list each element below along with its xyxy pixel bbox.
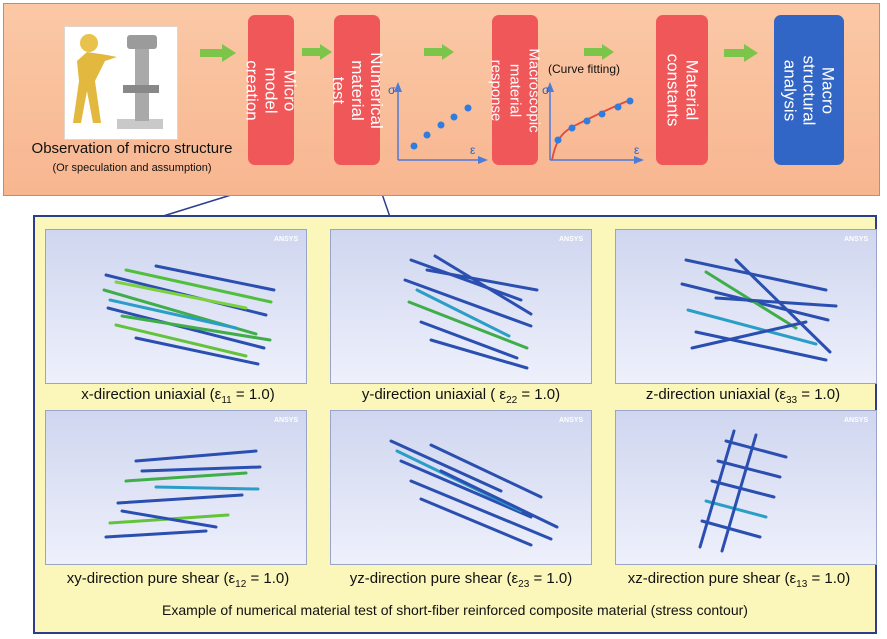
svg-text:ANSYS: ANSYS bbox=[844, 236, 868, 243]
observation-title: Observation of micro structure bbox=[31, 140, 233, 157]
sim-image-z-uniaxial: ANSYS bbox=[615, 229, 877, 384]
arrow-right-icon bbox=[724, 44, 758, 62]
svg-text:ANSYS: ANSYS bbox=[559, 417, 583, 424]
sim-label-x-uniaxial: x-direction uniaxial (ε11 = 1.0) bbox=[81, 386, 275, 406]
process-flow-panel: Observation of micro structure (Or specu… bbox=[3, 3, 880, 196]
step-label: Material constants bbox=[663, 53, 702, 127]
svg-text:ANSYS: ANSYS bbox=[559, 236, 583, 243]
sim-image-xy-shear: ANSYS bbox=[45, 410, 307, 565]
sigma-axis-label: σ bbox=[388, 83, 396, 97]
svg-text:ANSYS: ANSYS bbox=[274, 236, 298, 243]
sim-label-xz-shear: xz-direction pure shear (ε13 = 1.0) bbox=[627, 570, 851, 590]
step-material-constants: Material constants bbox=[656, 15, 708, 165]
arrow-right-icon bbox=[200, 44, 236, 62]
data-point bbox=[614, 103, 622, 111]
data-point bbox=[568, 124, 576, 132]
sim-image-y-uniaxial: ANSYS bbox=[330, 229, 592, 384]
data-point bbox=[464, 104, 472, 112]
observation-subtitle: (Or speculation and assumption) bbox=[52, 162, 212, 174]
data-point bbox=[423, 131, 431, 139]
fitted-curve-plot: σ ε bbox=[542, 82, 644, 164]
data-point bbox=[583, 117, 591, 125]
data-point bbox=[450, 113, 458, 121]
step-label: Numerical material test bbox=[328, 51, 386, 129]
curve-fitting-label: (Curve fitting) bbox=[548, 62, 621, 76]
svg-text:ANSYS: ANSYS bbox=[844, 417, 868, 424]
arrow-right-icon bbox=[302, 44, 332, 60]
step-label: Micro model creation bbox=[242, 59, 300, 121]
step-label: Macroscopic material response bbox=[487, 47, 543, 133]
sim-label-xy-shear: xy-direction pure shear (ε12 = 1.0) bbox=[66, 570, 290, 590]
figure-caption: Example of numerical material test of sh… bbox=[162, 602, 748, 618]
data-point bbox=[598, 110, 606, 118]
svg-text:ANSYS: ANSYS bbox=[274, 417, 298, 424]
sim-image-yz-shear: ANSYS bbox=[330, 410, 592, 565]
sim-label-yz-shear: yz-direction pure shear (ε23 = 1.0) bbox=[349, 570, 573, 590]
data-point bbox=[554, 136, 562, 144]
microscope-figure bbox=[64, 26, 178, 140]
arrow-right-icon bbox=[424, 44, 454, 60]
step-micro-model-creation: Micro model creation bbox=[243, 15, 300, 165]
sim-image-x-uniaxial: ANSYS bbox=[45, 229, 307, 384]
stress-strain-scatter-plot: σ ε bbox=[388, 82, 488, 164]
step-macro-structural-analysis: Macro structural analysis bbox=[774, 15, 844, 165]
data-point bbox=[410, 142, 418, 150]
arrow-right-icon bbox=[584, 44, 614, 60]
data-point bbox=[437, 121, 445, 129]
step-numerical-material-test: Numerical material test bbox=[329, 15, 386, 165]
step-macroscopic-material-response: Macroscopic material response bbox=[488, 15, 543, 165]
epsilon-axis-label: ε bbox=[470, 143, 476, 157]
epsilon-axis-label: ε bbox=[634, 143, 640, 157]
sim-label-y-uniaxial: y-direction uniaxial ( ε22 = 1.0) bbox=[361, 386, 561, 406]
step-label: Macro structural analysis bbox=[780, 55, 838, 125]
sim-image-xz-shear: ANSYS bbox=[615, 410, 877, 565]
sigma-axis-label: σ bbox=[542, 83, 550, 97]
data-point bbox=[626, 97, 634, 105]
sim-label-z-uniaxial: z-direction uniaxial (ε33 = 1.0) bbox=[645, 386, 841, 406]
